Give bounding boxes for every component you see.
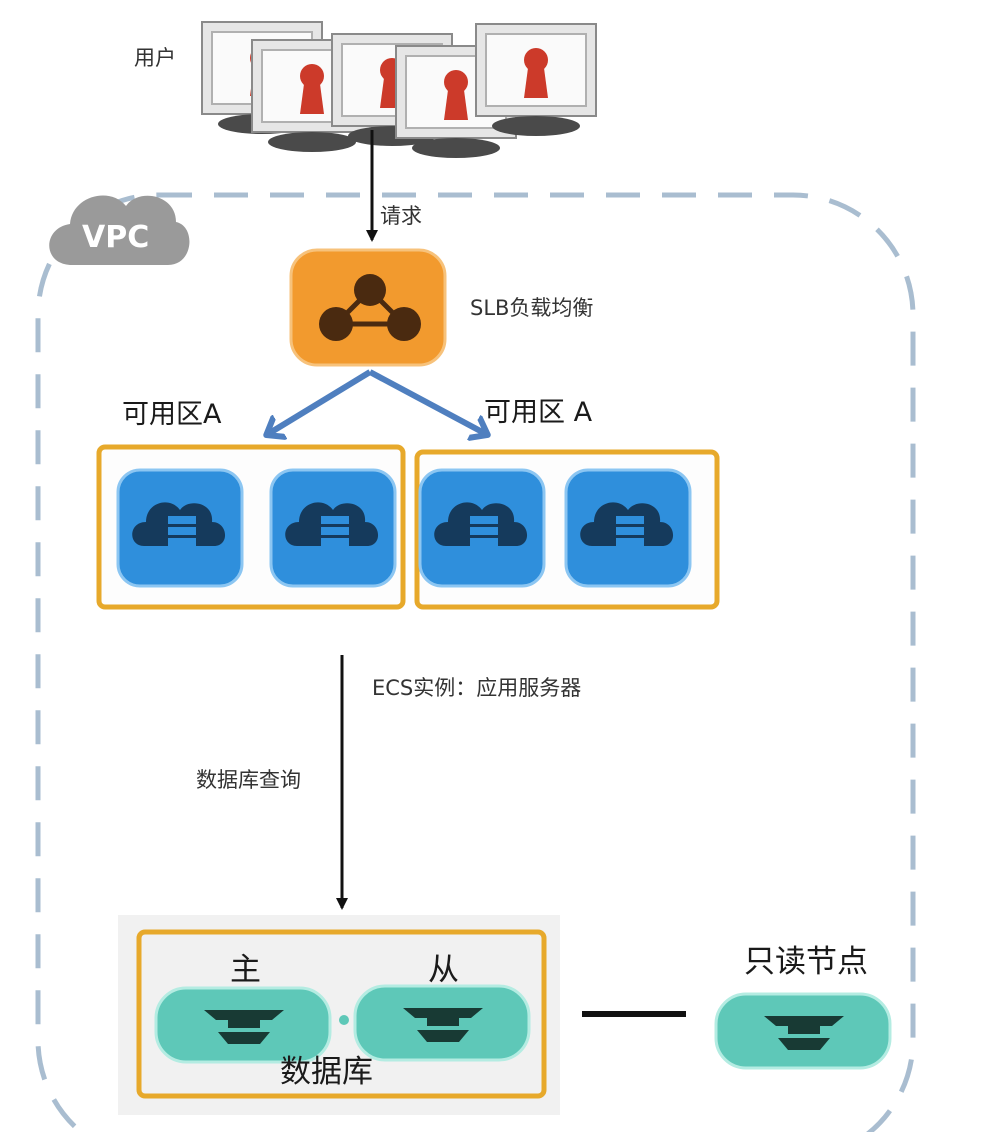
users-monitor-icon	[201, 21, 597, 159]
slb-label: SLB负载均衡	[470, 296, 594, 320]
ecs-cloud-server-icon	[564, 468, 692, 588]
ecs-cloud-server-icon	[269, 468, 397, 588]
readonly-db-node-icon	[714, 992, 892, 1070]
ecs-cloud-server-icon	[116, 468, 244, 588]
database-box	[136, 929, 547, 1099]
db-query-label: 数据库查询	[196, 768, 301, 792]
slave-label: 从	[428, 952, 459, 988]
zone-a-left-arrow	[268, 369, 372, 434]
database-label: 数据库	[280, 1054, 373, 1090]
slb-load-balancer-icon	[289, 248, 447, 367]
slave-db-node-icon	[353, 984, 531, 1062]
vpc-boundary	[35, 192, 916, 1136]
zone-a-left-label: 可用区A	[122, 399, 222, 430]
vpc-cloud-icon	[49, 195, 190, 265]
users-label: 用户	[134, 46, 176, 70]
replication-link-dot	[339, 1015, 349, 1025]
ecs-cloud-server-icon	[418, 468, 546, 588]
zone-a-right-label: 可用区 A	[484, 397, 593, 428]
master-label: 主	[230, 952, 261, 988]
ecs-label: ECS实例：应用服务器	[372, 676, 582, 700]
zone-a-right-arrow	[368, 369, 486, 434]
request-label: 请求	[380, 204, 422, 228]
readonly-label: 只读节点	[744, 944, 868, 980]
vpc-label: VPC	[82, 220, 150, 255]
